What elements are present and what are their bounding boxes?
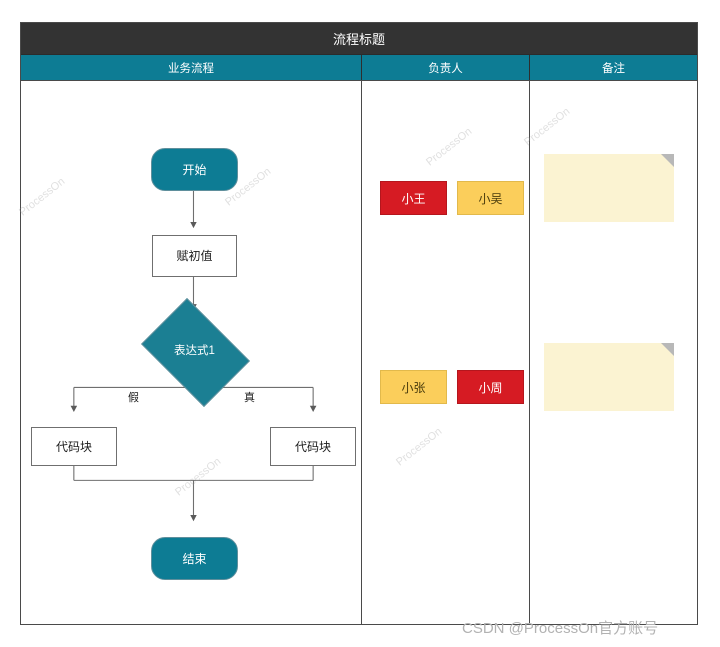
- owner-badge-label: 小王: [401, 191, 426, 206]
- lane-remark: ProcessOn: [522, 81, 697, 624]
- remark-note-1[interactable]: [544, 154, 674, 222]
- owner-badge-xiaozhou[interactable]: 小周: [457, 370, 524, 404]
- flow-node-block-true-label: 代码块: [294, 439, 331, 454]
- flow-node-init[interactable]: 赋初值: [152, 235, 237, 277]
- remark-note-2[interactable]: [544, 343, 674, 411]
- flow-node-init-label: 赋初值: [176, 249, 213, 263]
- flow-node-decision[interactable]: 表达式1: [141, 298, 250, 407]
- edge-label-false: 假: [126, 392, 141, 404]
- processon-watermark: ProcessOn: [394, 425, 445, 469]
- lane-owner: 小王 小吴 小张 小周 ProcessOn ProcessOn: [362, 81, 530, 624]
- column-header-process: 业务流程: [21, 55, 362, 80]
- owner-badge-xiaowu[interactable]: 小吴: [457, 181, 524, 215]
- owner-badge-xiaozhang[interactable]: 小张: [380, 370, 447, 404]
- flow-title-bar: 流程标题: [21, 23, 697, 55]
- flow-node-end[interactable]: 结束: [151, 537, 238, 580]
- flow-node-block-true[interactable]: 代码块: [270, 427, 356, 466]
- edge-label-true: 真: [242, 392, 257, 404]
- processon-watermark: ProcessOn: [522, 105, 573, 149]
- swimlane-table: 流程标题 业务流程 负责人 备注: [17, 22, 698, 625]
- flow-node-end-label: 结束: [182, 551, 207, 566]
- flow-node-start-label: 开始: [182, 162, 207, 177]
- owner-badge-label: 小周: [478, 380, 503, 395]
- column-header-row: 业务流程 负责人 备注: [21, 55, 697, 81]
- column-header-remark: 备注: [530, 55, 697, 80]
- swimlane-body: 开始 赋初值 表达式1 假 真 代码块 代码块 结束: [17, 81, 697, 624]
- owner-badge-label: 小张: [401, 380, 426, 395]
- flow-node-start[interactable]: 开始: [151, 148, 238, 191]
- flow-title: 流程标题: [332, 32, 385, 47]
- owner-badge-label: 小吴: [478, 191, 503, 206]
- flow-node-decision-label: 表达式1: [174, 344, 215, 357]
- note-fold-icon: [661, 154, 674, 167]
- lane-process: 开始 赋初值 表达式1 假 真 代码块 代码块 结束: [17, 81, 362, 624]
- csdn-watermark: CSDN @ProcessOn官方账号: [462, 620, 659, 637]
- note-fold-icon: [661, 343, 674, 356]
- processon-watermark: ProcessOn: [424, 125, 475, 169]
- flow-node-block-false[interactable]: 代码块: [31, 427, 117, 466]
- column-header-owner: 负责人: [362, 55, 530, 80]
- flow-node-block-false-label: 代码块: [55, 439, 92, 454]
- owner-badge-xiaowang[interactable]: 小王: [380, 181, 447, 215]
